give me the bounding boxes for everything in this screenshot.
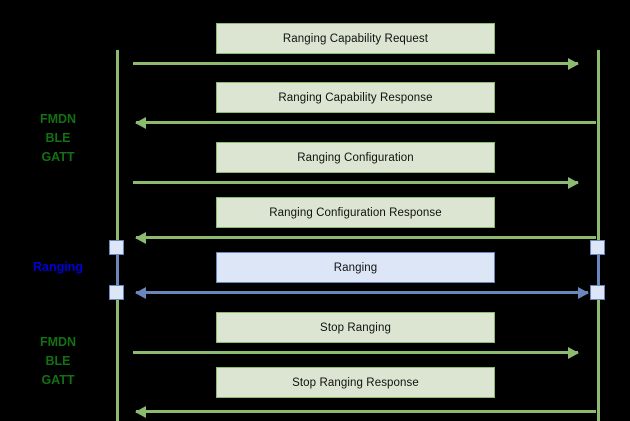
phase-label-line: GATT bbox=[41, 373, 75, 387]
activation-box-right-end bbox=[590, 285, 605, 300]
arrow-stop-ranging-response bbox=[135, 405, 596, 418]
arrowhead-right-icon bbox=[568, 57, 579, 70]
arrowhead-left-icon bbox=[135, 405, 146, 418]
message-label: Stop Ranging Response bbox=[292, 376, 419, 389]
message-box-ranging-configuration: Ranging Configuration bbox=[216, 142, 495, 173]
activation-box-right-start bbox=[590, 240, 605, 255]
left-ranging-activation-bar bbox=[116, 247, 119, 293]
phase-label-fmdn-ble-gatt-bottom: FMDN BLE GATT bbox=[10, 333, 106, 390]
message-box-ranging: Ranging bbox=[216, 252, 495, 283]
phase-label-line: Ranging bbox=[33, 260, 83, 274]
message-label: Ranging Configuration bbox=[297, 151, 414, 164]
message-box-ranging-configuration-response: Ranging Configuration Response bbox=[216, 197, 495, 228]
phase-label-line: BLE bbox=[45, 354, 71, 368]
message-label: Ranging Capability Request bbox=[282, 32, 429, 45]
arrowhead-left-icon bbox=[135, 116, 146, 129]
arrow-ranging-configuration bbox=[133, 176, 579, 189]
arrowhead-right-icon bbox=[568, 346, 579, 359]
arrowhead-left-icon bbox=[135, 286, 146, 299]
activation-box-left-end bbox=[109, 285, 124, 300]
arrow-ranging bbox=[135, 286, 589, 299]
message-box-stop-ranging-response: Stop Ranging Response bbox=[216, 367, 495, 398]
message-box-ranging-capability-request: Ranging Capability Request bbox=[216, 23, 495, 54]
arrowhead-left-icon bbox=[135, 231, 146, 244]
right-ranging-activation-bar bbox=[597, 247, 600, 293]
phase-label-fmdn-ble-gatt-top: FMDN BLE GATT bbox=[10, 110, 106, 167]
arrow-ranging-configuration-response bbox=[135, 231, 596, 244]
message-box-ranging-capability-response: Ranging Capability Response bbox=[216, 82, 495, 113]
arrowhead-right-icon bbox=[568, 176, 579, 189]
message-label: Ranging bbox=[333, 261, 378, 274]
message-box-stop-ranging: Stop Ranging bbox=[216, 312, 495, 343]
left-lifeline bbox=[116, 50, 119, 421]
arrowhead-right-icon bbox=[578, 286, 589, 299]
phase-label-ranging: Ranging bbox=[10, 258, 106, 277]
activation-box-left-start bbox=[109, 240, 124, 255]
phase-label-line: FMDN bbox=[39, 335, 77, 349]
message-label: Ranging Capability Response bbox=[278, 91, 433, 104]
right-lifeline bbox=[597, 50, 600, 421]
arrow-stop-ranging bbox=[133, 346, 579, 359]
message-label: Stop Ranging bbox=[320, 321, 391, 334]
phase-label-line: FMDN bbox=[39, 112, 77, 126]
phase-label-line: BLE bbox=[45, 131, 71, 145]
phase-label-line: GATT bbox=[41, 150, 75, 164]
message-label: Ranging Configuration Response bbox=[269, 206, 442, 219]
arrow-ranging-capability-response bbox=[135, 116, 596, 129]
arrow-ranging-capability-request bbox=[133, 57, 579, 70]
